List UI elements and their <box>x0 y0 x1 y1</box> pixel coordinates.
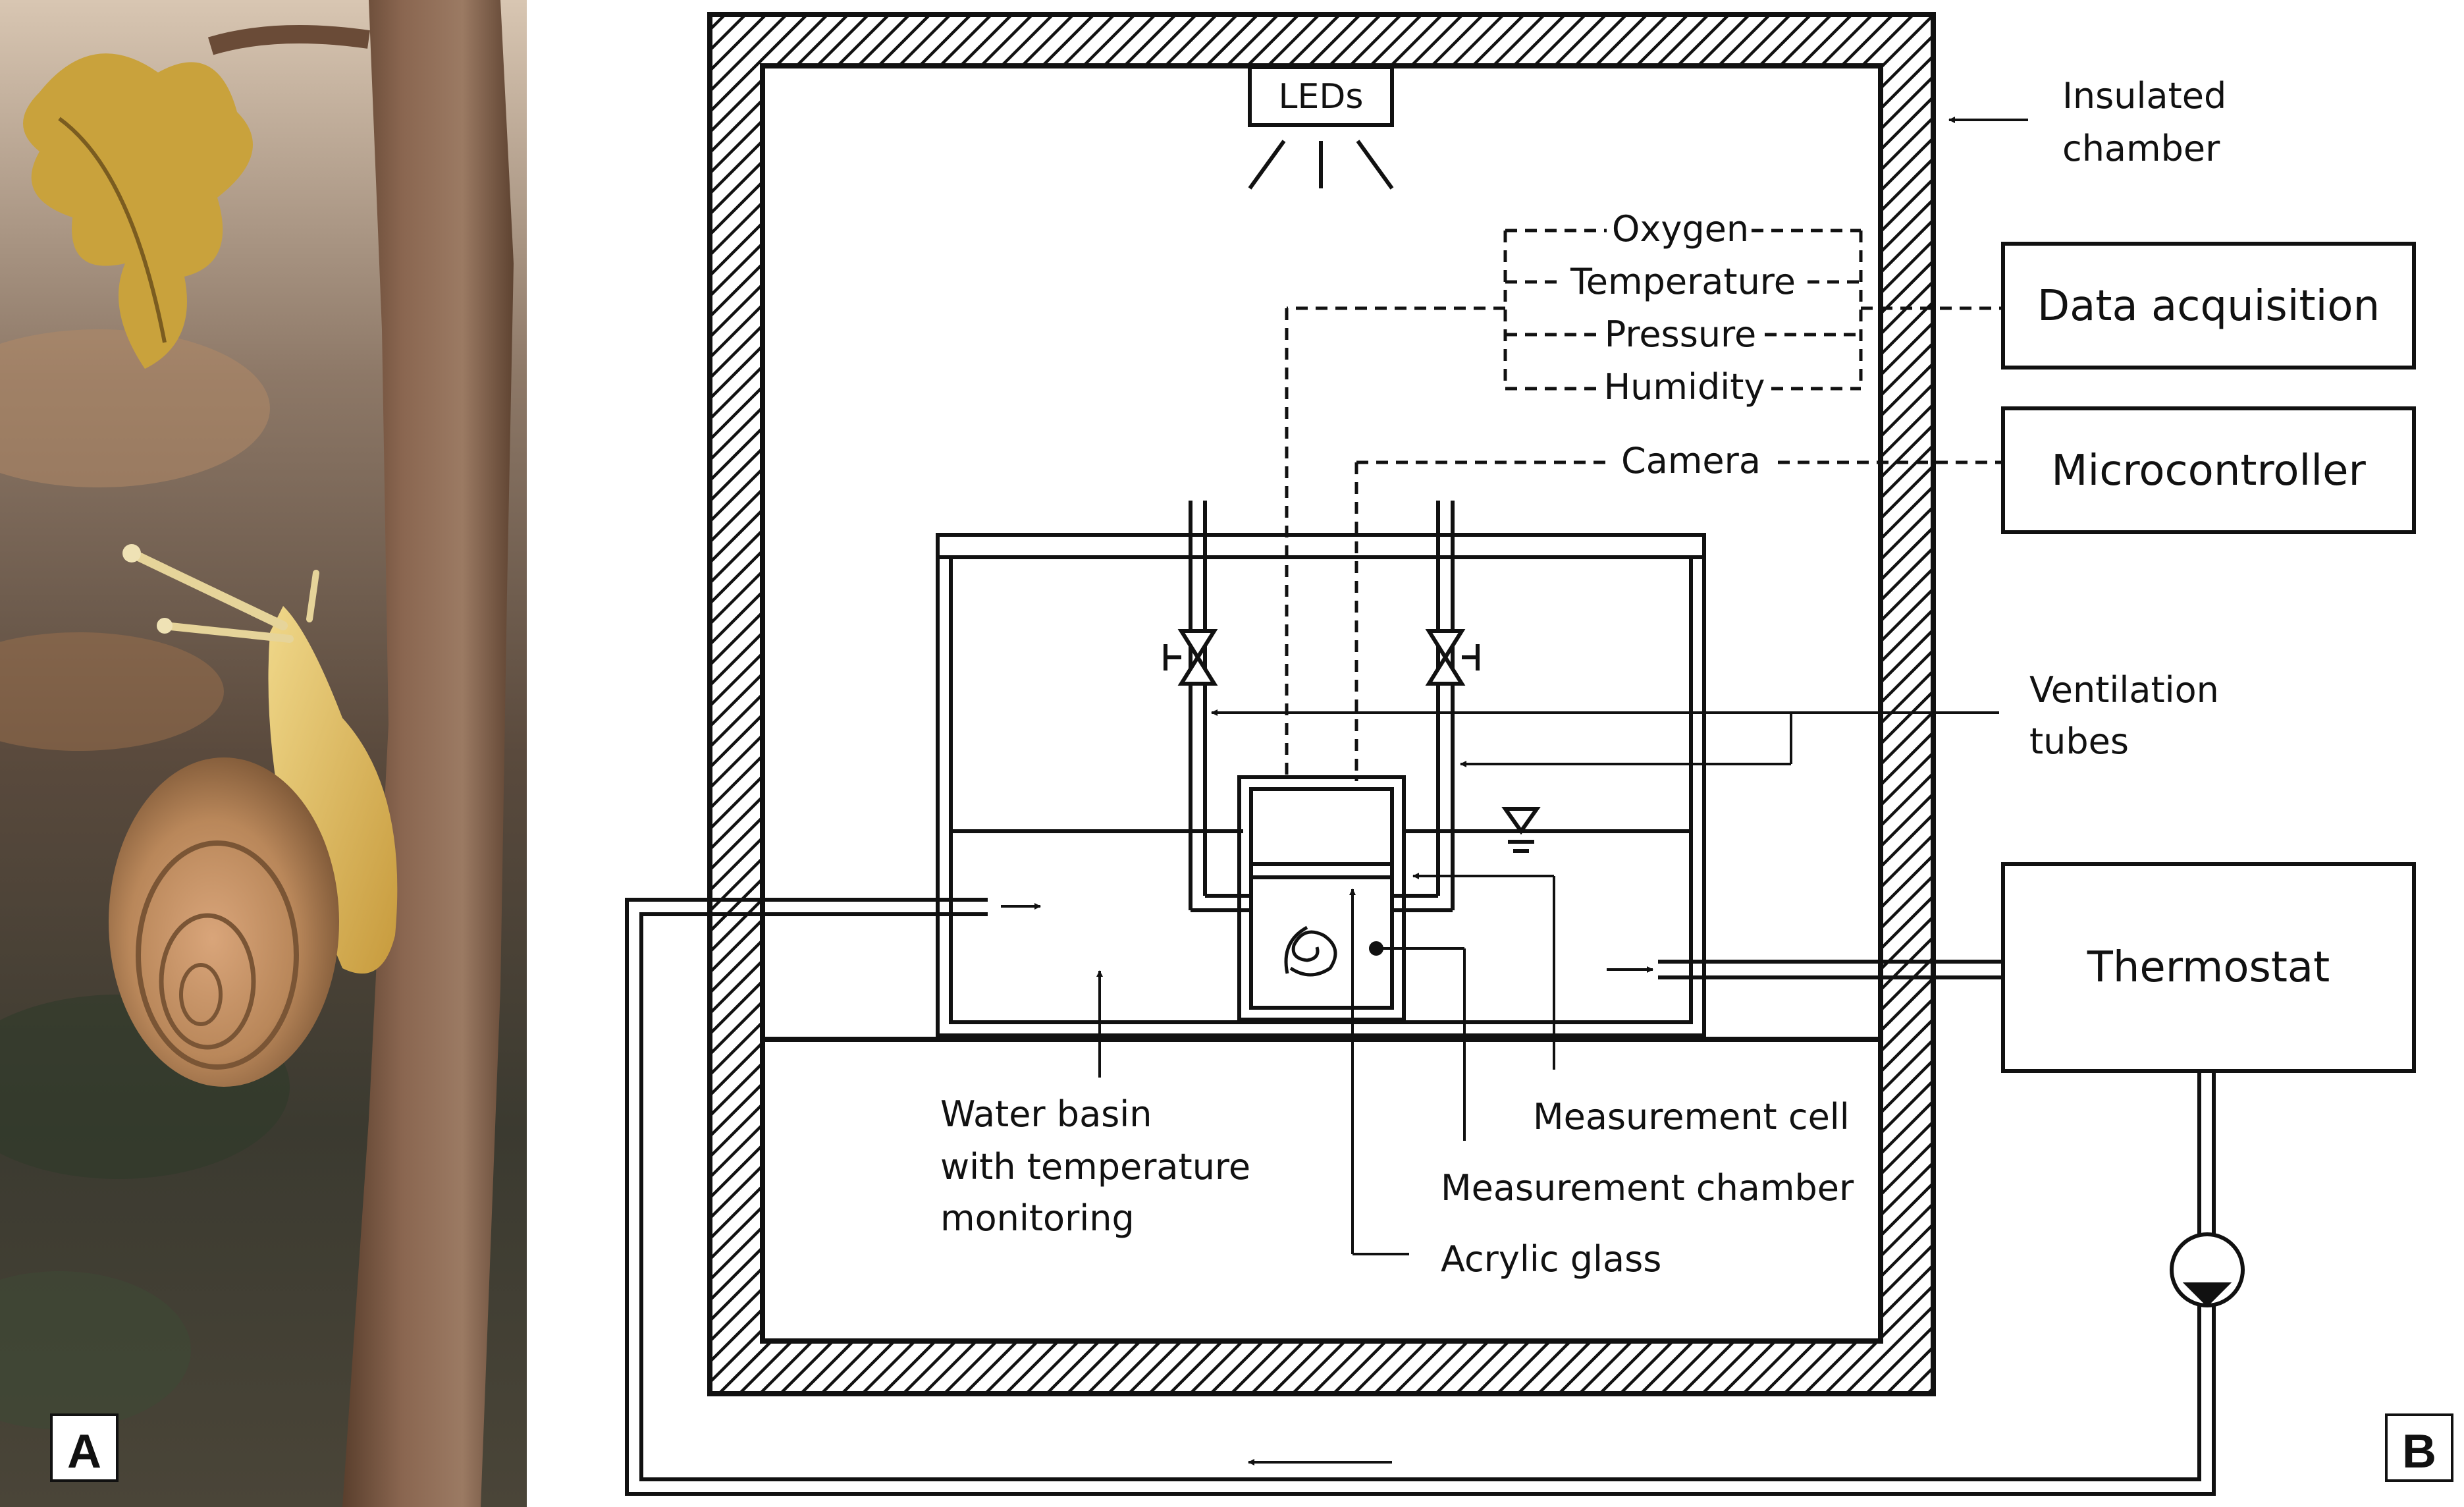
sensor-pressure-label: Pressure <box>1605 314 1757 355</box>
valve-right <box>1425 629 1480 686</box>
ventilation-tubes-label-1: Ventilation <box>2029 669 2219 711</box>
camera-label: Camera <box>1621 440 1761 481</box>
measurement-cell <box>1249 877 1394 1010</box>
oak-leaf <box>23 53 253 370</box>
measurement-chamber <box>1237 775 1406 1022</box>
panel-label-b: B <box>2402 1425 2436 1478</box>
snail-spiral-icon <box>1284 925 1337 977</box>
leds-label: LEDs <box>1279 77 1364 117</box>
panel-label-a-box <box>50 1413 119 1482</box>
insulated-chamber-label-1: Insulated <box>2062 75 2226 117</box>
snail-body <box>268 606 398 974</box>
microcontroller-label: Microcontroller <box>2051 447 2366 495</box>
snail-photo: A <box>0 0 527 1507</box>
water-basin-label-1: Water basin <box>940 1093 1152 1135</box>
data-acquisition-label: Data acquisition <box>2037 282 2380 331</box>
panel-label-b-box <box>2385 1413 2453 1482</box>
water-basin <box>936 533 1706 1037</box>
ventilation-tubes <box>1189 501 1455 912</box>
measurement-cell-label: Measurement cell <box>1533 1096 1850 1137</box>
thermostat-box <box>2001 862 2416 1073</box>
valve-left <box>1164 629 1218 686</box>
sensor-oxygen-label: Oxygen <box>1612 208 1749 250</box>
ventilation-tubes-label-2: tubes <box>2029 721 2129 762</box>
panel-label-a: A <box>67 1425 101 1478</box>
led-box <box>1248 65 1394 127</box>
water-basin-label-2: with temperature <box>940 1146 1250 1188</box>
sensor-temperature-label: Temperature <box>1570 261 1796 302</box>
water-basin-label-3: monitoring <box>940 1197 1135 1239</box>
tree-trunk <box>342 0 514 1507</box>
insulated-chamber-label-2: chamber <box>2062 128 2220 169</box>
data-acquisition-box <box>2001 242 2416 370</box>
thermostat-label: Thermostat <box>2087 943 2330 992</box>
sensor-humidity-label: Humidity <box>1604 366 1765 408</box>
microcontroller-box <box>2001 406 2416 534</box>
thermostat-loop <box>625 898 2216 1496</box>
acrylic-glass-label: Acrylic glass <box>1441 1238 1661 1280</box>
measurement-chamber-label: Measurement chamber <box>1441 1167 1854 1209</box>
